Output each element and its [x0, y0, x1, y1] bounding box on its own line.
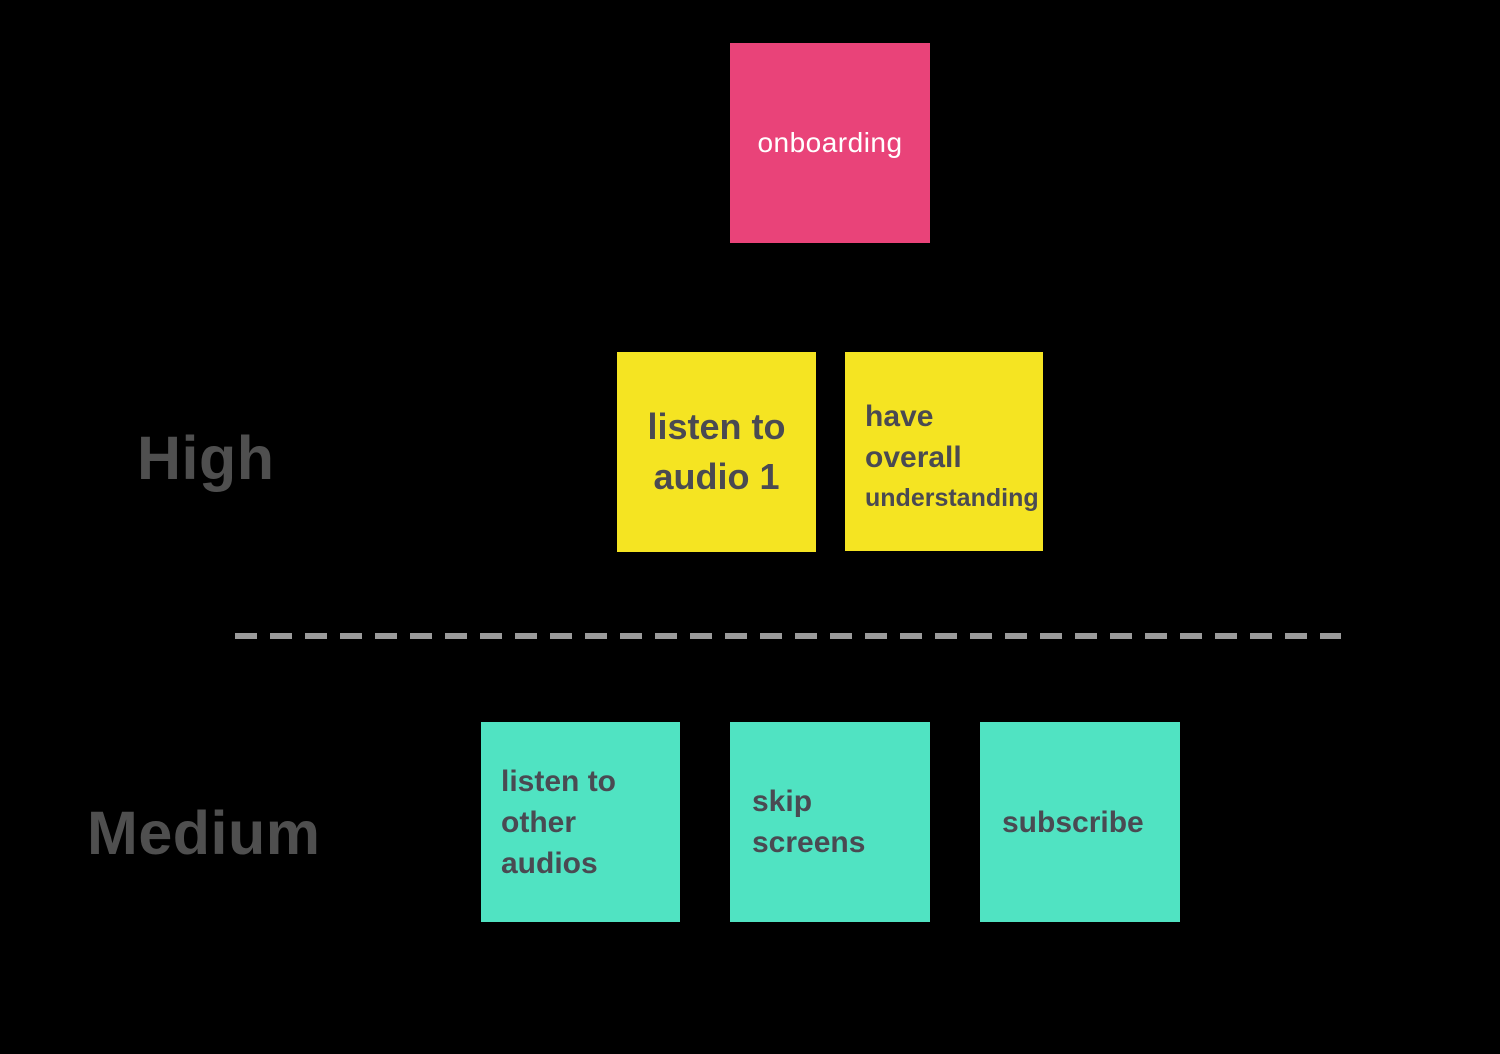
priority-divider-line	[235, 633, 1341, 639]
note-line: listen to	[647, 406, 786, 447]
note-line: screens	[752, 826, 866, 859]
sticky-note-onboarding[interactable]: onboarding	[730, 43, 930, 243]
note-line: skip	[752, 785, 813, 818]
note-line: audios	[501, 846, 598, 880]
row-label-high: High	[137, 424, 275, 492]
sticky-note-listen-to-audio-1[interactable]: listen to audio 1	[617, 352, 816, 552]
note-line: understanding	[865, 484, 1039, 512]
row-label-medium: Medium	[87, 799, 321, 867]
sticky-note-skip-screens[interactable]: skip screens	[730, 722, 930, 922]
note-line: subscribe	[1002, 805, 1144, 839]
sticky-note-have-overall-understanding[interactable]: have overall understanding	[845, 352, 1043, 551]
note-line: other	[501, 805, 576, 839]
sticky-note-subscribe[interactable]: subscribe	[980, 722, 1180, 922]
sticky-note-listen-to-other-audios[interactable]: listen to other audios	[481, 722, 680, 922]
note-line: overall	[865, 441, 962, 474]
note-line: audio 1	[653, 456, 780, 497]
note-line: listen to	[501, 764, 617, 798]
sticky-note-onboarding-label: onboarding	[757, 127, 903, 158]
note-line: have	[865, 400, 934, 433]
